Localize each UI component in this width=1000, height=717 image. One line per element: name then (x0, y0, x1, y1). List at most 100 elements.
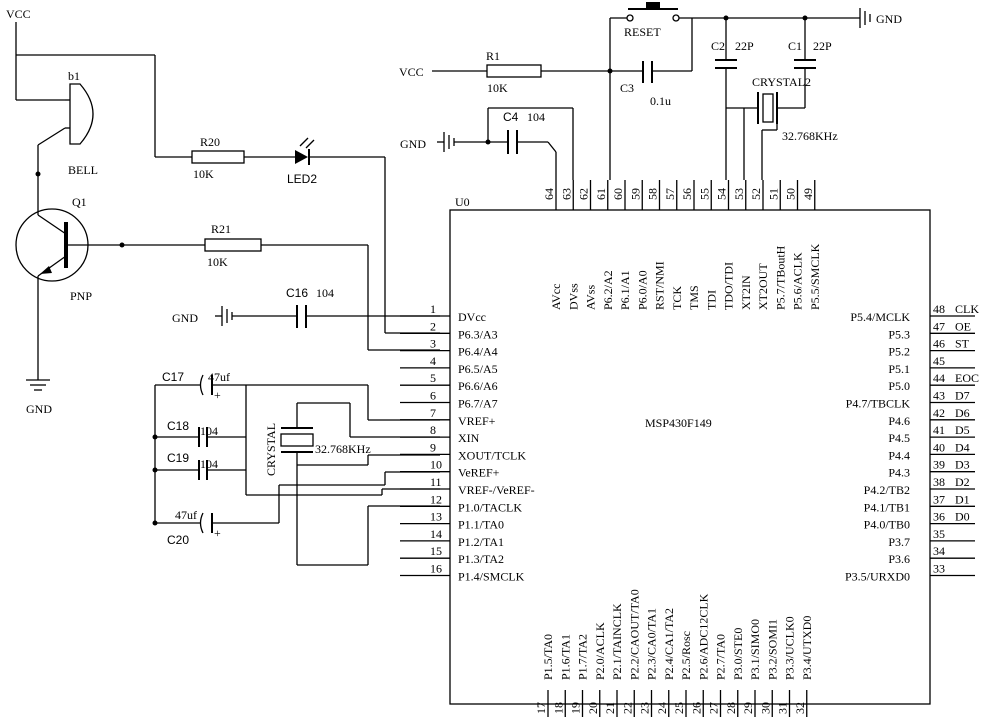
left-pin-number: 7 (430, 406, 436, 420)
right-pin-number: 47 (933, 319, 945, 333)
r20-ref: R20 (200, 135, 220, 149)
left-pin-label: P6.4/A4 (458, 345, 498, 359)
left-pin-group: 1DVcc2P6.3/A33P6.4/A44P6.5/A55P6.6/A66P6… (400, 302, 535, 584)
left-pin-number: 16 (430, 562, 442, 576)
left-pin-number: 10 (430, 458, 442, 472)
bottom-pin-label: P1.7/TA2 (576, 634, 590, 680)
right-pin-label: P4.0/TB0 (864, 518, 910, 532)
reset-label: RESET (624, 25, 661, 39)
bottom-pin-label: P2.6/ADC12CLK (696, 593, 710, 680)
right-pin-number: 42 (933, 406, 945, 420)
c1-val: 22P (813, 39, 832, 53)
top-pin-label: P6.1/A1 (618, 270, 632, 310)
top-pin-label: DVss (566, 283, 580, 310)
right-pin-label: P4.4 (888, 448, 910, 462)
left-pin-number: 8 (430, 423, 436, 437)
left-pin-label: P1.3/TA2 (458, 552, 504, 566)
bell-ref: b1 (68, 69, 80, 83)
left-pin-label: P6.5/A5 (458, 362, 498, 376)
left-pin-number: 6 (430, 389, 436, 403)
c16-val: 104 (316, 286, 334, 300)
right-pin-net: D6 (955, 406, 970, 420)
top-pin-label: P5.6/ACLK (791, 252, 805, 310)
right-pin-label: P5.2 (888, 345, 910, 359)
bell-name: BELL (68, 163, 98, 177)
right-pin-net: D0 (955, 510, 970, 524)
bottom-pin-group: P1.5/TA017P1.6/TA118P1.7/TA219P2.0/ACLK2… (534, 589, 814, 717)
led2-ref: LED2 (287, 172, 317, 186)
right-pin-label: P4.7/TBCLK (846, 397, 911, 411)
c19-val: 104 (200, 457, 218, 471)
bottom-pin-number: 21 (603, 702, 617, 714)
right-pin-number: 33 (933, 562, 945, 576)
left-pin-number: 5 (430, 371, 436, 385)
c4-ref: C4 (503, 110, 519, 124)
top-pin-number: 62 (577, 188, 591, 200)
c2-val: 22P (735, 39, 754, 53)
left-pin-number: 4 (430, 354, 436, 368)
bottom-pin-number: 31 (776, 702, 790, 714)
gnd-label-bottom-left: GND (26, 402, 52, 416)
right-pin-net: D1 (955, 492, 970, 506)
top-pin-number: 63 (559, 188, 573, 200)
c3-ref: C3 (620, 81, 634, 95)
left-pin-number: 14 (430, 527, 442, 541)
top-pin-label: TMS (687, 285, 701, 310)
right-pin-net: D5 (955, 423, 970, 437)
bottom-pin-number: 29 (741, 702, 755, 714)
top-pin-label: P5.7/TBoutH (773, 245, 787, 310)
right-pin-label: P4.5 (888, 431, 910, 445)
r21-val: 10K (207, 255, 228, 269)
c18-val: 104 (200, 424, 218, 438)
top-pin-label: RST/NMI (653, 261, 667, 310)
left-pin-number: 12 (430, 492, 442, 506)
right-pin-number: 45 (933, 354, 945, 368)
left-pin-label: VREF+ (458, 414, 496, 428)
top-pin-number: 59 (628, 188, 642, 200)
bottom-pin-label: P1.5/TA0 (541, 634, 555, 680)
mcu-name: MSP430F149 (645, 416, 712, 430)
top-pin-label: AVcc (549, 284, 563, 310)
right-pin-number: 39 (933, 458, 945, 472)
q1-ref: Q1 (72, 195, 87, 209)
bottom-pin-number: 23 (638, 702, 652, 714)
right-pin-number: 44 (933, 371, 945, 385)
mcu-ref: U0 (455, 195, 470, 209)
c19-ref: C19 (167, 451, 189, 465)
bell-driver-circuit: VCC b1 BELL Q1 PNP (6, 7, 155, 416)
right-pin-label: P3.7 (888, 535, 910, 549)
bottom-pin-number: 19 (569, 702, 583, 714)
c16-path: GND C16 104 (172, 286, 440, 328)
right-pin-net: D4 (955, 440, 970, 454)
top-pin-number: 60 (611, 188, 625, 200)
right-pin-net: D3 (955, 458, 970, 472)
left-pin-number: 3 (430, 337, 436, 351)
top-pin-number: 54 (715, 188, 729, 200)
vcc-label-r1: VCC (399, 65, 424, 79)
top-pin-label: XT2OUT (756, 263, 770, 310)
right-pin-number: 46 (933, 337, 945, 351)
left-pin-number: 11 (430, 475, 442, 489)
bottom-pin-label: P3.3/UCLK0 (783, 616, 797, 680)
right-pin-label: P5.1 (888, 362, 910, 376)
top-pin-number: 61 (594, 188, 608, 200)
r20-led-path: R20 10K LED2 (154, 55, 440, 334)
bottom-pin-number: 24 (655, 702, 669, 714)
top-pin-label: P5.5/SMCLK (808, 243, 822, 310)
c20-val: 47uf (175, 508, 197, 522)
c17-ref: C17 (162, 370, 184, 384)
top-pin-label: P6.0/A0 (635, 270, 649, 310)
top-pin-group: 64AVcc63DVss62AVss61P6.2/A260P6.1/A159P6… (542, 180, 822, 310)
right-pin-label: P4.2/TB2 (864, 483, 910, 497)
c18-ref: C18 (167, 419, 189, 433)
top-pin-label: TDO/TDI (722, 262, 736, 310)
right-pin-number: 37 (933, 492, 945, 506)
right-pin-net: ST (955, 337, 970, 351)
gnd-label-c4: GND (400, 137, 426, 151)
c3-val: 0.1u (650, 94, 671, 108)
c4-circuit: GND C4 104 (400, 107, 574, 180)
top-pin-number: 49 (801, 188, 815, 200)
right-pin-number: 34 (933, 544, 945, 558)
right-pin-label: P3.5/URXD0 (845, 570, 910, 584)
crystal2-ref: CRYSTAL2 (752, 75, 811, 89)
